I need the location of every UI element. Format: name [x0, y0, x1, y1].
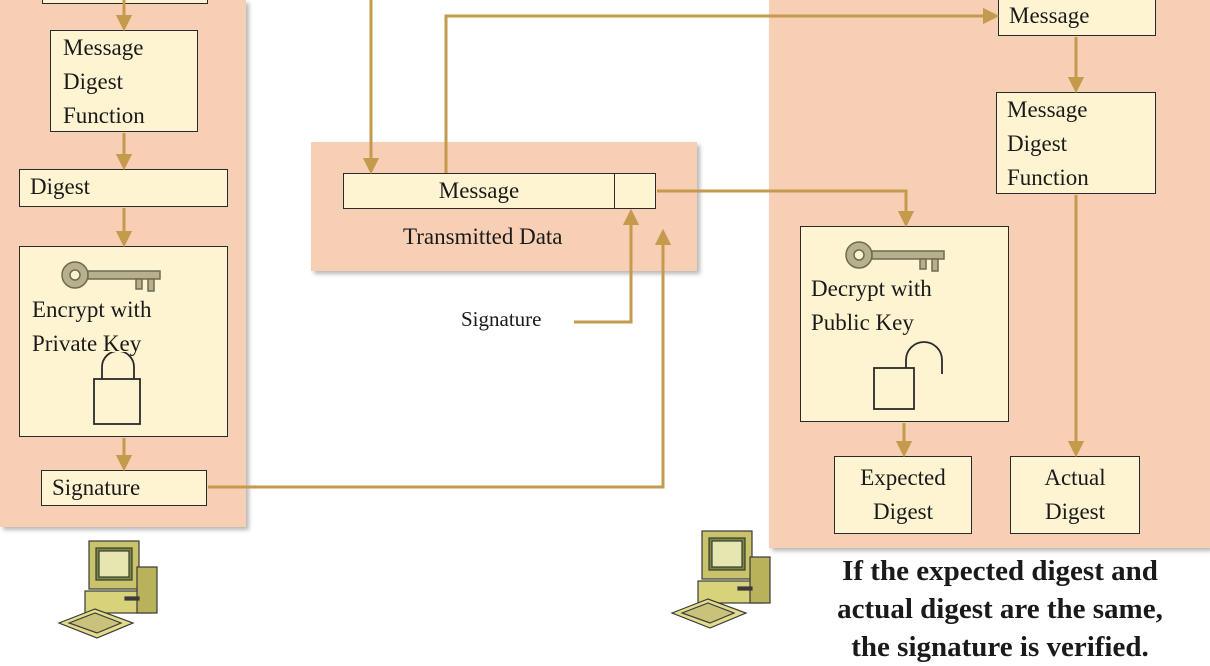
transmitted-message-box: Message — [343, 173, 615, 209]
receiver-digest-function-box: Message Digest Function — [996, 92, 1156, 194]
receiver-message-box: Message — [998, 0, 1156, 36]
expected-digest-box: Expected Digest — [834, 456, 972, 534]
transmitted-signature-slot — [614, 173, 656, 209]
arrow-signature-label-to-slot — [574, 208, 640, 324]
arrow-sender-signature-to-transmitted — [208, 228, 672, 489]
connector-arrows — [115, 0, 1085, 489]
arrow-signature-to-decrypt — [657, 189, 915, 228]
sender-encrypt-label: Encrypt with Private Key — [32, 297, 152, 356]
transmitted-data-caption: Transmitted Data — [403, 224, 563, 249]
receiver-computer-icon — [670, 530, 771, 629]
sender-computer-icon — [57, 540, 158, 639]
closed-lock-icon — [93, 352, 141, 425]
signature-label: Signature — [461, 307, 542, 331]
public-key-icon — [845, 241, 945, 272]
sender-digest-box: Digest — [19, 169, 228, 207]
receiver-decrypt-label: Decrypt with Public Key — [811, 276, 932, 335]
private-key-icon — [61, 261, 161, 292]
arrow-transmitted-to-receiver-message — [444, 7, 1000, 173]
open-lock-icon — [873, 341, 943, 410]
